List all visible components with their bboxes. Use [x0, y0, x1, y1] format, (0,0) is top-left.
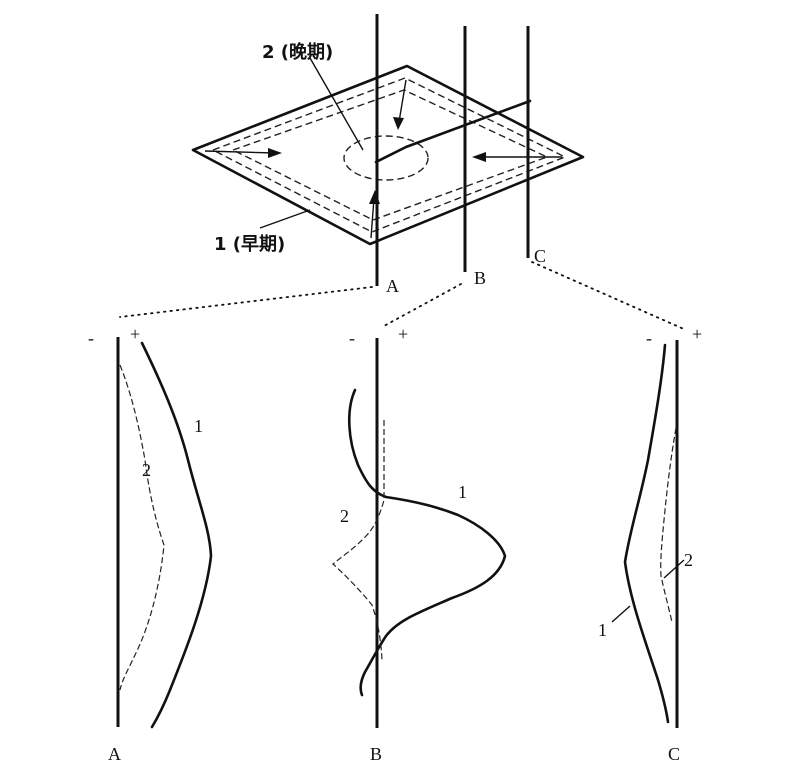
late-label: 2 (晚期): [262, 41, 333, 63]
panel-a: - + 1 2 A: [88, 324, 213, 764]
early-label: 1 (早期): [214, 234, 285, 255]
panel-c-label-2: 2: [684, 550, 693, 570]
panel-c-curve-1: [623, 343, 670, 724]
panel-a-label-1: 1: [194, 416, 203, 436]
arrow-left-head: [268, 148, 282, 158]
arrow-left: [204, 150, 276, 154]
panel-c-curve-2: [660, 427, 677, 623]
panel-b-curve-1: [347, 388, 507, 697]
panel-c-name: C: [668, 744, 680, 764]
slab-bracket: [374, 99, 532, 164]
panel-b-curve-2: [332, 420, 385, 661]
pile-c-label: C: [534, 246, 546, 266]
panel-b-name: B: [370, 744, 382, 764]
panel-a-plus: +: [130, 324, 140, 344]
pile-a-label: A: [386, 276, 399, 296]
late-leader: [309, 57, 364, 151]
panel-b-plus: +: [398, 324, 408, 344]
arrow-top-head: [393, 117, 404, 130]
arrow-right-head: [472, 152, 486, 162]
slab-innermost-outline: [231, 89, 549, 221]
arrow-top: [398, 79, 407, 123]
slab-inner-outline: [211, 77, 567, 233]
panel-a-minus: -: [88, 328, 94, 348]
projection-c: [531, 261, 687, 331]
late-settlement-ellipse: [343, 135, 429, 181]
panel-c: - + 2 1 C: [598, 324, 702, 764]
panel-b: - + 1 2 B: [332, 324, 507, 764]
panel-c-plus: +: [692, 324, 702, 344]
panel-a-curve-1: [140, 341, 213, 729]
projection-b: [383, 283, 462, 327]
projection-a: [119, 286, 373, 318]
panel-c-leader-2: [663, 559, 685, 579]
early-leader: [259, 209, 311, 229]
panel-c-minus: -: [646, 328, 652, 348]
panel-a-label-2: 2: [142, 460, 151, 480]
arrow-bottom: [370, 197, 375, 239]
slab-outline-early: [191, 64, 585, 246]
panel-b-label-1: 1: [458, 482, 467, 502]
panel-c-leader-1: [611, 605, 631, 623]
pile-b-label: B: [474, 268, 486, 288]
slab-perspective: [191, 64, 585, 246]
panel-b-minus: -: [349, 328, 355, 348]
panel-c-label-1: 1: [598, 620, 607, 640]
panel-b-label-2: 2: [340, 506, 349, 526]
panel-a-curve-2: [119, 364, 165, 691]
panel-a-name: A: [108, 744, 121, 764]
